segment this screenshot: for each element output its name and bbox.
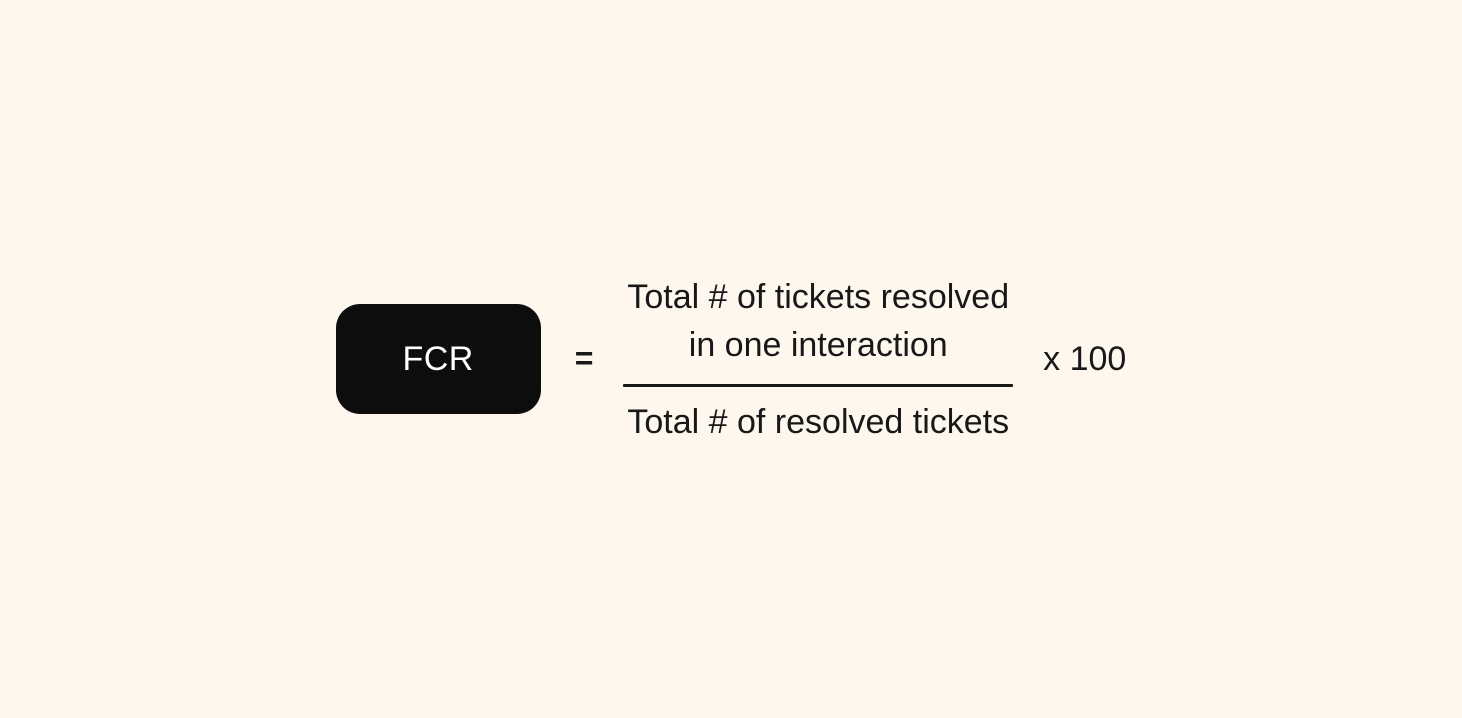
multiplier-x100: x 100 xyxy=(1043,340,1127,378)
fraction-denominator: Total # of resolved tickets xyxy=(627,402,1010,441)
fraction-numerator-line2: in one interaction xyxy=(688,325,948,364)
fcr-label-pill: FCR xyxy=(335,304,541,414)
fraction-numerator: Total # of tickets resolved in one inter… xyxy=(627,273,1009,369)
fcr-formula: FCR = Total # of tickets resolved in one… xyxy=(335,273,1127,446)
fraction-divider-bar xyxy=(623,383,1014,387)
equals-sign: = xyxy=(574,340,594,376)
fraction-numerator-line1: Total # of tickets resolved xyxy=(627,277,1010,316)
fraction: Total # of tickets resolved in one inter… xyxy=(623,273,1014,446)
